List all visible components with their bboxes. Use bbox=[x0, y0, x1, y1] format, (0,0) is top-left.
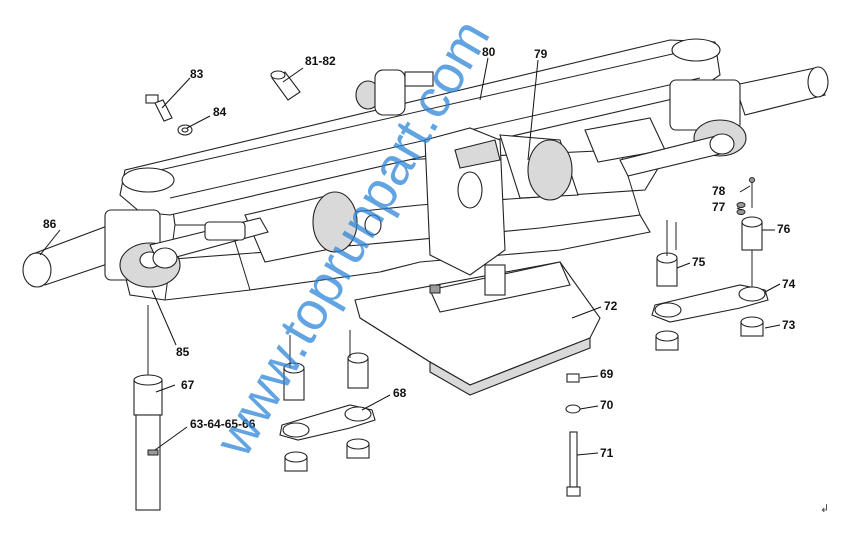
callout-69: 69 bbox=[600, 367, 614, 381]
part-68-link bbox=[279, 330, 376, 472]
part-77-washer bbox=[736, 202, 746, 215]
part-70-washer bbox=[565, 404, 581, 414]
part-74-link bbox=[651, 284, 769, 323]
lower-link-right bbox=[619, 133, 735, 177]
top-shaft-assembly bbox=[355, 69, 434, 116]
callout-63-64-65-66: 63-64-65-66 bbox=[190, 417, 256, 431]
base-plate bbox=[354, 261, 601, 396]
part-76-pin bbox=[741, 216, 763, 288]
callout-84: 84 bbox=[213, 105, 227, 119]
callout-78: 78 bbox=[712, 184, 726, 198]
callout-76: 76 bbox=[777, 222, 791, 236]
callout-85: 85 bbox=[176, 345, 190, 359]
callout-71: 71 bbox=[600, 446, 614, 460]
part-75-pin bbox=[656, 220, 678, 287]
callout-81-82: 81-82 bbox=[305, 54, 336, 68]
lower-link-left bbox=[149, 217, 269, 269]
part-81-82-bushing bbox=[270, 70, 301, 101]
callout-74: 74 bbox=[782, 277, 796, 291]
part-67-shaft bbox=[133, 305, 163, 416]
callout-77: 77 bbox=[712, 200, 726, 214]
callout-83: 83 bbox=[190, 67, 204, 81]
callout-70: 70 bbox=[600, 398, 614, 412]
upper-arm bbox=[119, 38, 721, 216]
callout-79: 79 bbox=[534, 47, 548, 61]
callout-68: 68 bbox=[393, 386, 407, 400]
part-78-screw bbox=[749, 177, 755, 208]
corner-return-mark: ↲ bbox=[820, 502, 829, 515]
part-63-66-spindle bbox=[135, 414, 161, 511]
callout-86: 86 bbox=[43, 217, 57, 231]
part-71-bolt bbox=[566, 431, 581, 497]
part-69-nut bbox=[566, 373, 580, 383]
part-73-bushing bbox=[655, 316, 764, 351]
callout-75: 75 bbox=[692, 255, 706, 269]
callout-80: 80 bbox=[482, 45, 496, 59]
center-bracket bbox=[424, 127, 506, 296]
callout-72: 72 bbox=[604, 299, 618, 313]
callout-labels: 83 84 81-82 80 79 86 85 67 63-64-65-66 6… bbox=[43, 45, 796, 460]
center-cylinders bbox=[244, 117, 666, 263]
part-83-bolt bbox=[145, 94, 173, 122]
callout-73: 73 bbox=[782, 318, 796, 332]
callout-67: 67 bbox=[181, 378, 195, 392]
leader-lines bbox=[39, 57, 781, 456]
